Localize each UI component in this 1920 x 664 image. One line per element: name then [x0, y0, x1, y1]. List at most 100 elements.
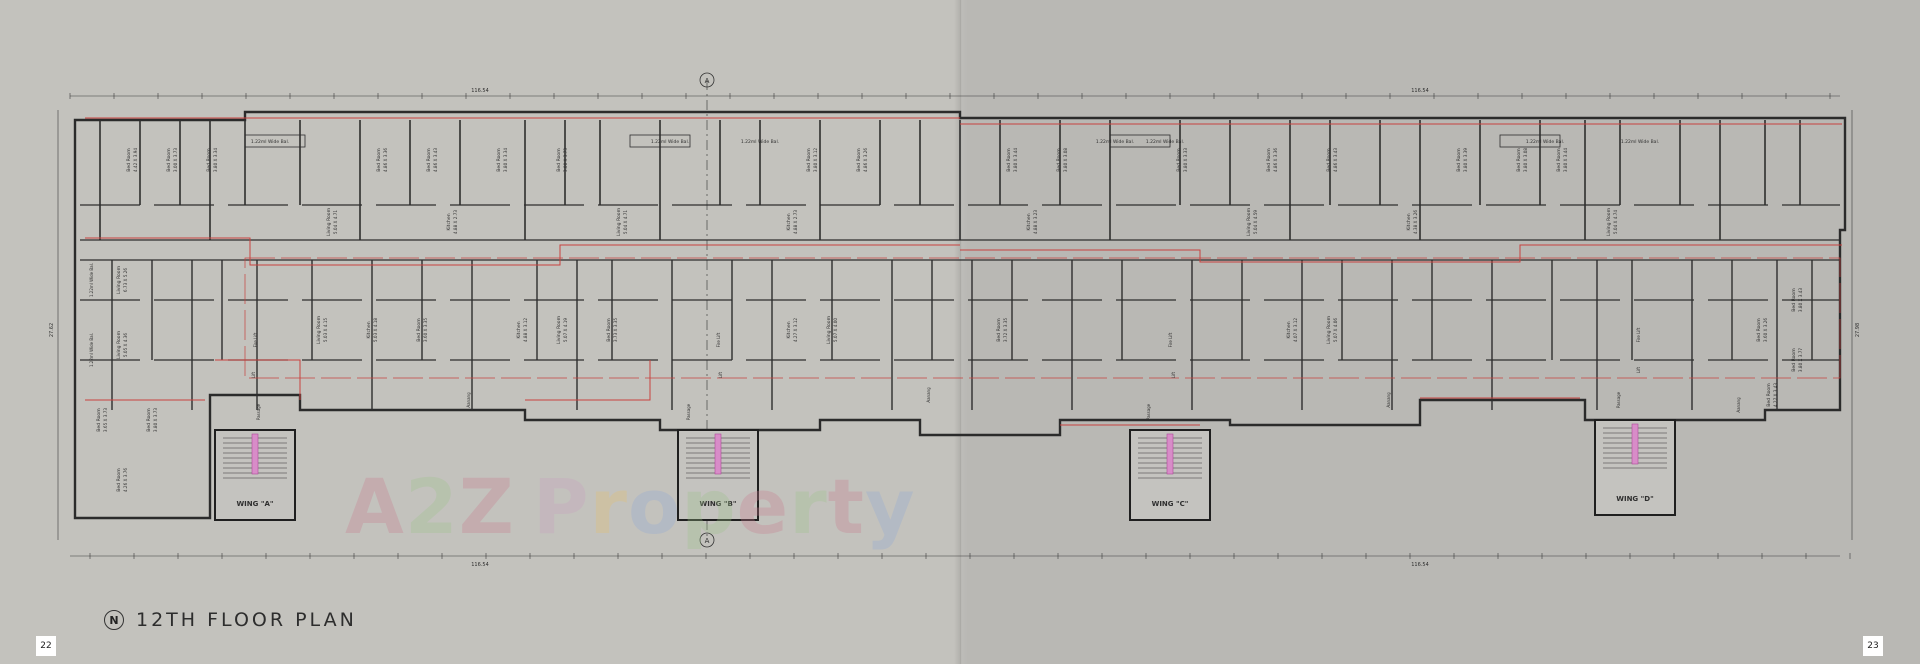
- room-size: 3.60 X 3.26: [1763, 318, 1768, 343]
- room-name: Bed Room: [1266, 148, 1272, 172]
- room-name: Bed Room: [496, 148, 502, 172]
- room-size: 5.04 X 4.71: [333, 210, 338, 235]
- stair-core: [1594, 419, 1676, 516]
- room-size: 4.86 X 3.26: [863, 148, 868, 173]
- room-size: 5.05 X 4.36: [123, 333, 128, 358]
- room-name: Bed Room: [116, 468, 122, 492]
- room-size: 4.42 X 3.94: [133, 148, 138, 173]
- room-name: Bed Room: [166, 148, 172, 172]
- room-size: 3.80 X 3.12: [813, 148, 818, 173]
- room-name: Bed Room: [1176, 148, 1182, 172]
- service-label: Passage: [1616, 391, 1621, 408]
- room-name: Bed Room: [556, 148, 562, 172]
- side-balcony-label: 1.22ml Wide Bal.: [89, 333, 94, 367]
- room-size: 4.38 X 3.26: [1413, 210, 1418, 235]
- overall-dim-top: 116.54: [471, 88, 489, 94]
- room-name: Living Room: [1606, 207, 1612, 236]
- building-walls: [73, 110, 1847, 520]
- watermark-letter: e: [736, 462, 790, 551]
- room-name: Living Room: [1246, 207, 1252, 236]
- room-size: 3.00 X 3.73: [563, 148, 568, 173]
- room-size: 5.07 X 4.06: [1333, 318, 1338, 343]
- service-label: Passage: [256, 403, 261, 420]
- plan-linework: [57, 72, 1853, 559]
- room-size: 6.73 X 5.26: [123, 268, 128, 293]
- stair-handrail: [1166, 433, 1174, 475]
- section-marker-top: A: [705, 77, 710, 85]
- plan-title: N 12TH FLOOR PLAN: [104, 607, 357, 633]
- service-label: Passage: [686, 403, 691, 420]
- service-label: Fire Lift: [716, 332, 721, 347]
- room-size: 3.80 X 3.73: [153, 408, 158, 433]
- room-size: 4.88 X 3.12: [523, 318, 528, 343]
- room-name: Living Room: [556, 315, 562, 344]
- room-size: 3.80 X 3.44: [1563, 148, 1568, 173]
- room-name: Kitchen: [446, 213, 452, 230]
- room-size: 5.04 X 4.74: [1613, 210, 1618, 235]
- room-name: Bed Room: [426, 148, 432, 172]
- overall-dim-bottom: 116.54: [471, 562, 489, 568]
- service-label: Aanang: [466, 392, 471, 408]
- stair-cores: WING "A"WING "B"WING "C"WING "D": [214, 419, 1676, 521]
- watermark-letter: p: [681, 462, 737, 551]
- balcony-frame: [1499, 134, 1561, 148]
- watermark-letter: A: [345, 462, 405, 551]
- room-name: Kitchen: [1286, 321, 1292, 338]
- balcony-label: 1.22ml Wide Bal.: [1096, 139, 1134, 145]
- room-size: 4.88 X 2.73: [453, 210, 458, 235]
- room-name: Bed Room: [146, 408, 152, 432]
- right-page: [960, 0, 1920, 664]
- room-name: Living Room: [826, 315, 832, 344]
- service-label: Lift: [1636, 366, 1641, 373]
- room-size: 5.03 X 4.18: [373, 318, 378, 343]
- page-number-right: 23: [1863, 636, 1883, 656]
- room-name: Living Room: [116, 265, 122, 294]
- room-size: 3.80 X 3.43: [1798, 288, 1803, 313]
- red-outline: [85, 117, 1842, 426]
- red-circulation-line: [85, 117, 1842, 426]
- room-size: 4.86 X 3.43: [1333, 148, 1338, 173]
- red-corridor: [244, 257, 1841, 379]
- stair-handrail: [714, 433, 722, 475]
- room-name: Bed Room: [1456, 148, 1462, 172]
- room-size: 4.88 X 2.73: [793, 210, 798, 235]
- room-size: 4.86 X 3.36: [1273, 148, 1278, 173]
- watermark-letter: P: [532, 462, 590, 551]
- room-name: Bed Room: [1756, 318, 1762, 342]
- room-name: Bed Room: [1006, 148, 1012, 172]
- wing-label: WING "B": [700, 500, 737, 508]
- stair-handrail: [251, 433, 259, 475]
- room-size: 3.80 X 3.34: [503, 148, 508, 173]
- room-size: 3.80 X 3.77: [1798, 348, 1803, 373]
- room-name: Bed Room: [1516, 148, 1522, 172]
- page-number-left: 22: [36, 636, 56, 656]
- overall-dim-height-right: 27.98: [1855, 323, 1861, 337]
- room-size: 5.07 X 4.00: [833, 318, 838, 343]
- page-title: 12TH FLOOR PLAN: [136, 609, 357, 631]
- wing-label: WING "C": [1152, 500, 1189, 508]
- service-label: Aanang: [926, 387, 931, 403]
- room-name: Bed Room: [1791, 288, 1797, 312]
- room-size: 3.80 X 3.44: [1013, 148, 1018, 173]
- balcony-label: 1.22ml Wide Bal.: [251, 139, 289, 145]
- room-size: 3.73 X 3.35: [613, 318, 618, 343]
- room-size: 3.65 X 3.73: [103, 408, 108, 433]
- watermark-letter: y: [865, 462, 916, 551]
- room-size: 3.00 X 3.73: [173, 148, 178, 173]
- balcony-label: 1.22ml Wide Bal.: [741, 139, 779, 145]
- service-label: Aanang: [1736, 397, 1741, 413]
- room-name: Living Room: [616, 207, 622, 236]
- overall-dim-height-left: 27.62: [49, 323, 55, 337]
- overall-dim-top-right: 116.54: [1411, 88, 1429, 94]
- room-size: 4.86 X 3.43: [433, 148, 438, 173]
- room-name: Kitchen: [1406, 213, 1412, 230]
- page-fold: [954, 0, 968, 664]
- wing-label: WING "A": [236, 500, 273, 508]
- room-name: Living Room: [1326, 315, 1332, 344]
- room-size: 3.80 X 3.08: [1523, 148, 1528, 173]
- room-size: 4.27 X 3.12: [793, 318, 798, 343]
- balcony-frame: [1109, 134, 1171, 148]
- room-name: Kitchen: [786, 321, 792, 338]
